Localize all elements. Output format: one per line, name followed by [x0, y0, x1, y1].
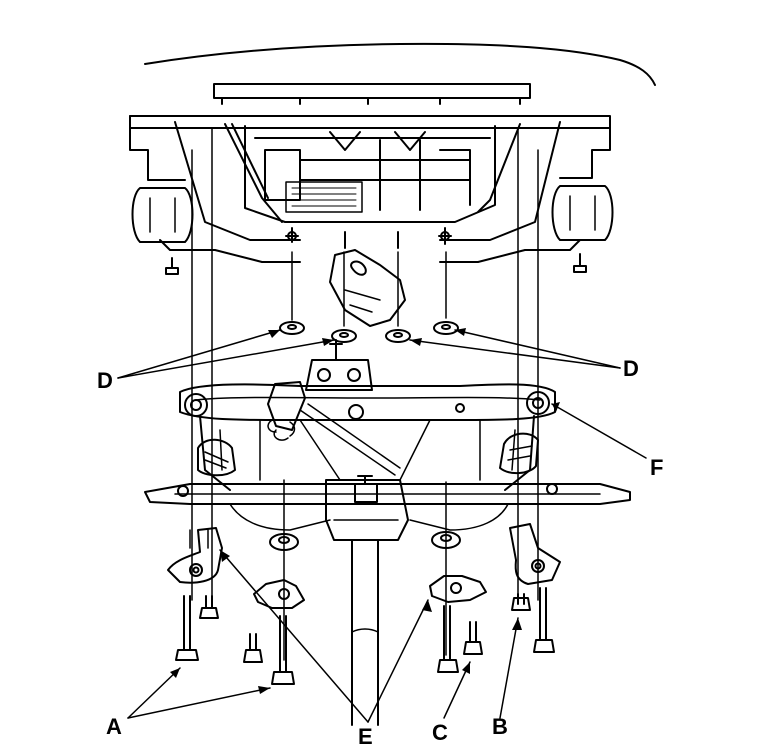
center-pipe	[351, 539, 379, 726]
leader-arrowheads	[170, 328, 560, 694]
steering-rack-bracket	[267, 381, 401, 476]
label-e: E	[358, 724, 373, 749]
stiffener-plate-right-e	[429, 575, 487, 603]
alignment-lines	[191, 127, 539, 661]
washers-d	[279, 321, 459, 343]
stiffener-bracket-right	[509, 523, 561, 585]
label-d-right: D	[623, 356, 639, 381]
bolt-c	[437, 605, 483, 673]
front-subframe	[144, 383, 631, 531]
stiffener-bracket-left	[167, 527, 223, 584]
rear-mount-bracket	[305, 339, 373, 391]
tie-rod-left	[224, 123, 283, 223]
bolts-short	[199, 593, 531, 663]
lower-mount-bushings	[269, 531, 461, 551]
left-tire	[131, 187, 194, 243]
leader-lines	[117, 329, 647, 723]
body-underside	[129, 115, 611, 263]
rear-engine-mount	[325, 475, 409, 541]
bolts-a	[175, 595, 295, 685]
front-bumper-beam	[213, 83, 531, 105]
label-c: C	[432, 720, 448, 745]
lower-arm-bushing-left	[197, 438, 236, 477]
body-stud-bolts	[165, 227, 587, 275]
lower-arm-bushing-right	[499, 432, 539, 474]
label-d-left: D	[97, 368, 113, 393]
right-tire	[551, 185, 614, 241]
center-bracket	[329, 249, 406, 327]
body-contour	[144, 42, 656, 86]
label-a: A	[106, 714, 122, 739]
bolt-b	[533, 587, 555, 653]
tie-rod-right	[477, 123, 521, 213]
stiffener-plate-left-e	[253, 579, 305, 609]
label-f: F	[650, 455, 664, 480]
label-b: B	[492, 714, 508, 739]
